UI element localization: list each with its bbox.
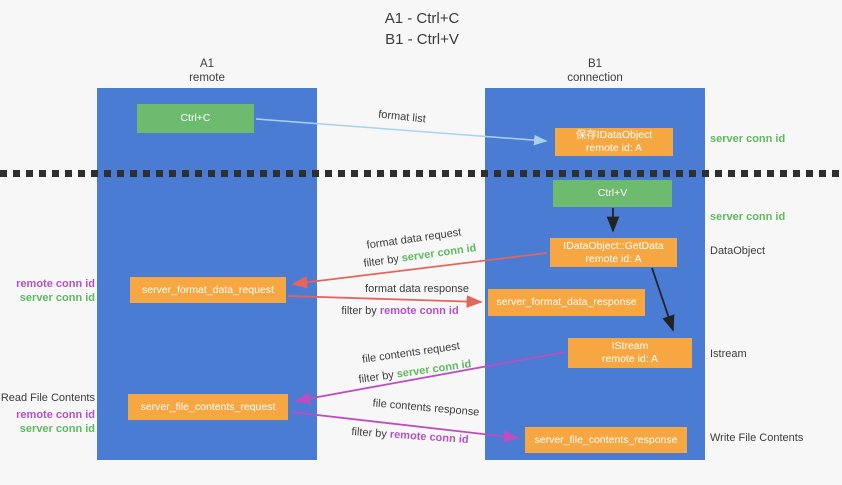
box-ctrl-c: Ctrl+C	[137, 104, 254, 133]
box-ctrl-v: Ctrl+V	[553, 180, 672, 207]
filter-keyword-1: server conn id	[400, 242, 478, 265]
lifeline-a1-label: remote	[189, 72, 225, 84]
box-save-idataobject: 保存IDataObject remote id: A	[555, 128, 673, 156]
left-server-conn-id-1: server conn id	[19, 292, 95, 304]
left-remote-conn-id-1: remote conn id	[16, 278, 95, 290]
flow-label-format-list: format list	[377, 108, 427, 126]
box-server-file-contents-request: server_file_contents_request	[128, 394, 288, 420]
dotted-separator-line	[0, 170, 842, 177]
filter-keyword-4: remote conn id	[389, 428, 469, 447]
box-server-format-data-response: server_format_data_response	[488, 289, 645, 316]
filter-prefix-4: filter by	[351, 425, 388, 441]
left-read-file-contents-label: Read File Contents	[0, 392, 95, 404]
ctrl-v-label: Ctrl+V	[597, 187, 628, 199]
save-idataobject-line1: 保存IDataObject	[575, 129, 653, 141]
lifeline-header-a1: A1 remote	[147, 57, 267, 85]
istream-line2: remote id: A	[601, 353, 659, 365]
filter-prefix-1: filter by	[362, 253, 400, 270]
flow-label-format-data-response: format data response	[365, 283, 469, 295]
flow-label-filter-remote-conn-2: filter by remote conn id	[340, 425, 480, 447]
filter-keyword-2: remote conn id	[379, 305, 459, 317]
server-format-data-response-label: server_format_data_response	[496, 296, 637, 308]
istream-line1: IStream	[611, 340, 649, 352]
server-file-contents-response-label: server_file_contents_response	[534, 433, 678, 446]
server-file-contents-request-label: server_file_contents_request	[140, 400, 276, 413]
flow-label-filter-remote-conn-1: filter by remote conn id	[330, 305, 470, 317]
lifeline-b1-label: connection	[567, 72, 623, 84]
filter-prefix-2: filter by	[341, 305, 377, 317]
flow-label-file-contents-response: file contents response	[372, 397, 480, 419]
lifeline-header-b1: B1 connection	[535, 57, 655, 85]
box-server-format-data-request: server_format_data_request	[130, 277, 286, 303]
left-server-conn-id-2: server conn id	[19, 423, 95, 435]
getdata-line1: IDataObject::GetData	[563, 239, 664, 252]
server-format-data-request-label: server_format_data_request	[142, 283, 274, 296]
box-istream: IStream remote id: A	[568, 338, 692, 368]
filter-keyword-3: server conn id	[395, 358, 473, 381]
save-idataobject-line2: remote id: A	[585, 142, 643, 154]
right-server-conn-id-top: server conn id	[710, 133, 786, 145]
ctrl-c-label: Ctrl+C	[180, 112, 211, 124]
right-istream-label: Istream	[710, 348, 747, 360]
right-write-file-contents-label: Write File Contents	[710, 432, 804, 444]
box-server-file-contents-response: server_file_contents_response	[525, 427, 687, 453]
right-dataobject-label: DataObject	[710, 245, 766, 257]
filter-prefix-3: filter by	[357, 369, 395, 386]
right-server-conn-id-mid: server conn id	[710, 211, 786, 223]
title-line-2: B1 - Ctrl+V	[385, 31, 459, 48]
getdata-line2: remote id: A	[585, 252, 642, 265]
box-idataobject-getdata: IDataObject::GetData remote id: A	[550, 238, 677, 267]
lifeline-a1-id: A1	[199, 58, 215, 70]
diagram-title: A1 - Ctrl+C B1 - Ctrl+V	[312, 8, 532, 50]
lifeline-b1-id: B1	[587, 58, 603, 70]
left-remote-conn-id-2: remote conn id	[16, 409, 95, 421]
title-line-1: A1 - Ctrl+C	[384, 10, 460, 27]
